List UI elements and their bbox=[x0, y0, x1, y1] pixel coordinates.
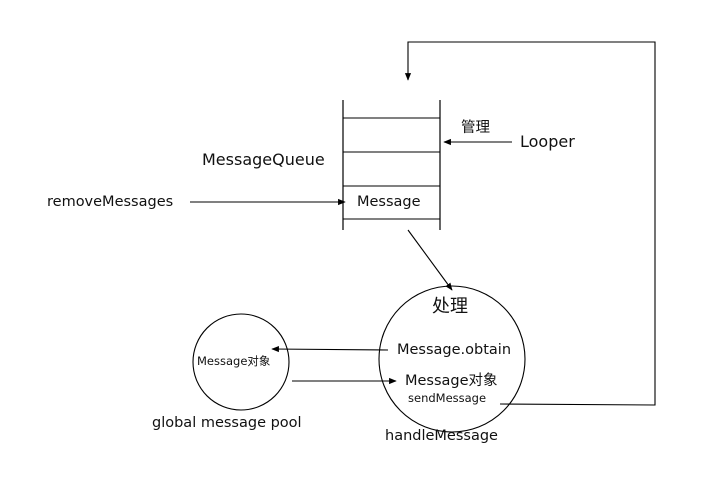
handler-caption: handleMessage bbox=[385, 428, 498, 444]
handler-obtain-label: Message.obtain bbox=[397, 342, 512, 358]
looper-label: Looper bbox=[520, 132, 575, 151]
handler-send-label: sendMessage bbox=[408, 391, 487, 405]
handler-object-label: Message对象 bbox=[405, 373, 498, 389]
send-message-loop bbox=[404, 41, 656, 406]
remove-messages-label: removeMessages bbox=[47, 194, 174, 210]
message-queue-label: MessageQueue bbox=[202, 150, 325, 169]
queue-message-slot: Message bbox=[357, 194, 421, 210]
handler-title: 处理 bbox=[432, 296, 468, 317]
pool-caption: global message pool bbox=[152, 415, 302, 431]
handler-circle bbox=[378, 285, 526, 433]
pool-object-label: Message对象 bbox=[197, 354, 271, 368]
pool-circle bbox=[192, 313, 290, 411]
dequeue-arrow bbox=[407, 229, 453, 291]
looper-action-label: 管理 bbox=[461, 120, 490, 136]
obtain-arrow bbox=[271, 345, 389, 353]
